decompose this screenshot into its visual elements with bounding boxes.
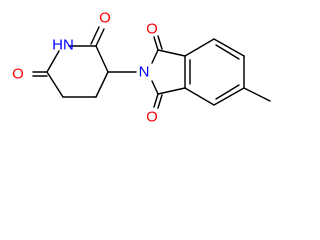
atom-label-nh: HN (52, 37, 74, 54)
diagram-background (0, 0, 300, 144)
bond-c5-methyl (243, 87, 271, 102)
bond-c1-o-top-a (153, 36, 159, 51)
bond-c2-o-top-a (95, 28, 105, 47)
bond-c6-nh (46, 50, 60, 73)
bond-c7a-c7 (184, 38, 215, 57)
bond-c5-c6 (46, 71, 64, 98)
bond-c2-c3 (95, 45, 109, 73)
bonds (32, 26, 271, 109)
bond-c3-n-ring (151, 80, 159, 95)
atom-label-nitrogen-phthalimide: N (139, 64, 150, 81)
atom-label-oxygen-phthalimide-bottom: O (146, 109, 158, 126)
atom-label-oxygen-imide-bottom: O (12, 66, 24, 83)
bond-c3-c4 (95, 71, 109, 98)
atom-labels: O HN O N O O (12, 10, 158, 126)
bond-c2-o-top-b (90, 26, 100, 45)
bond-c3-o-bottom-a (153, 93, 159, 108)
atom-label-oxygen-imide-top: O (99, 10, 111, 27)
bond-aromatic-inner-1 (215, 44, 240, 60)
bond-c7-c6 (213, 38, 245, 57)
bond-aromatic-inner-2 (215, 84, 240, 100)
bond-c3-o-bottom-b (157, 94, 163, 109)
bond-c1-o-top-b (157, 35, 163, 50)
atom-label-oxygen-phthalimide-top: O (146, 21, 158, 38)
bond-c1-c7a (157, 49, 186, 57)
bond-c3a-c3 (157, 87, 186, 95)
molecule-structure-diagram: O HN O N O O (0, 0, 300, 144)
bond-n-c1 (151, 49, 159, 64)
bond-c5-c4 (213, 87, 245, 106)
bond-c4-c3a (184, 87, 215, 106)
